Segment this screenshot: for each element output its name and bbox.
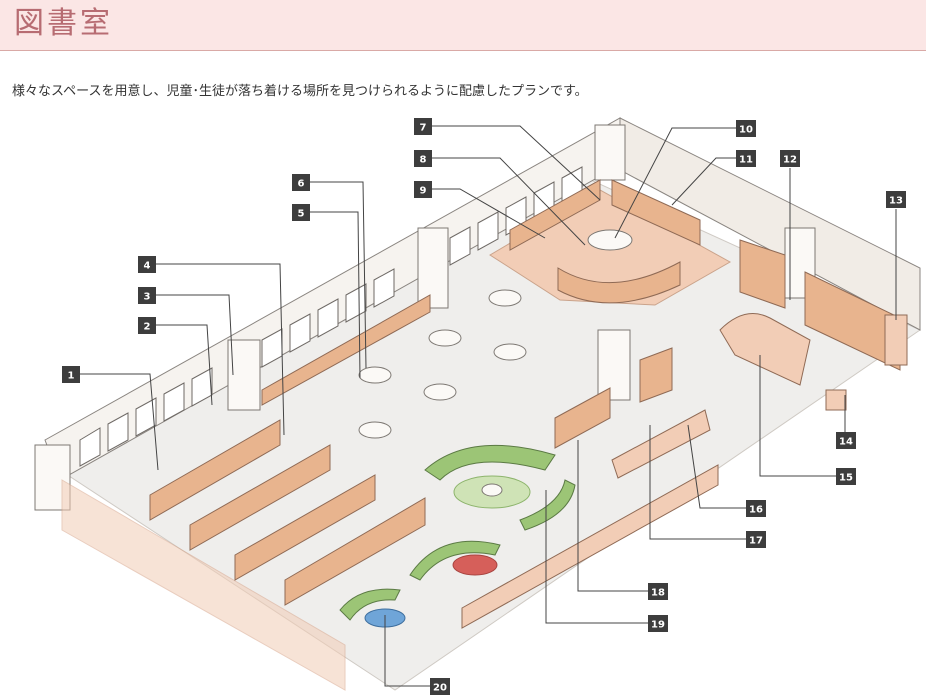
callout-number: 8 xyxy=(420,155,427,166)
callout-badge xyxy=(836,432,856,449)
callout-badge xyxy=(736,150,756,167)
callout-number: 1 xyxy=(68,371,75,382)
callout-number: 14 xyxy=(839,437,853,448)
callout-leader-line xyxy=(156,263,285,436)
callout-number: 6 xyxy=(298,179,305,190)
callout-leader-line xyxy=(687,424,746,509)
callout-leader-line xyxy=(432,188,546,239)
callout-badge xyxy=(414,118,432,135)
bookshelves xyxy=(149,179,901,606)
red-rug xyxy=(452,554,498,576)
front-partition xyxy=(61,479,346,691)
callout-leader-line xyxy=(432,157,586,246)
callout-number: 10 xyxy=(739,125,753,136)
round-tables xyxy=(358,229,633,439)
callout-leader-line xyxy=(577,440,648,592)
callout-badge xyxy=(138,256,156,273)
page-subtitle: 様々なスペースを用意し、児童･生徒が落ち着ける場所を見つけられるように配慮したプ… xyxy=(12,84,588,99)
callout-number: 16 xyxy=(749,505,763,516)
callout-leader-line xyxy=(80,373,159,471)
callout-badge xyxy=(780,150,800,167)
callout-badge xyxy=(414,181,432,198)
callout-number: 7 xyxy=(420,123,427,134)
header-banner: 図書室 xyxy=(0,0,926,51)
callout-badge xyxy=(62,366,80,383)
callout-badge xyxy=(886,191,906,208)
callout-leader-line xyxy=(649,425,746,540)
callout-badge xyxy=(292,174,310,191)
callout-badge xyxy=(138,287,156,304)
callout-leader-line xyxy=(156,324,213,406)
callout-badge xyxy=(746,500,766,517)
callout-number: 19 xyxy=(651,620,665,631)
callout-number: 5 xyxy=(298,209,305,220)
cart xyxy=(825,389,847,411)
callout-number: 11 xyxy=(739,155,753,166)
callout-badge xyxy=(648,583,668,600)
callout-number: 3 xyxy=(144,292,151,303)
callout-leader-line xyxy=(310,181,367,369)
callout-leader-line xyxy=(432,125,601,201)
callout-badge xyxy=(736,120,756,137)
center-stool xyxy=(481,483,503,497)
front-low-shelf xyxy=(461,464,719,629)
callout-badge xyxy=(836,468,856,485)
callout-number: 12 xyxy=(783,155,797,166)
callout-number: 17 xyxy=(749,536,763,547)
page-title: 図書室 xyxy=(14,6,113,41)
callout-number: 9 xyxy=(420,186,427,197)
callout-number: 18 xyxy=(651,588,665,599)
callout-leader-line xyxy=(310,211,361,379)
callout-leader-line xyxy=(156,294,234,376)
callout-number: 4 xyxy=(144,261,151,272)
callout-badge xyxy=(746,531,766,548)
callout-leader-line xyxy=(759,355,836,477)
callout-leader-line xyxy=(384,615,430,687)
callout-badge xyxy=(292,204,310,221)
callout-number: 2 xyxy=(144,322,151,333)
callout-badge xyxy=(648,615,668,632)
callout-leader-line xyxy=(614,127,736,239)
callout-leader-line xyxy=(671,157,736,206)
callout-number: 20 xyxy=(433,683,447,694)
callout-number: 13 xyxy=(889,196,903,207)
callout-badge xyxy=(430,678,450,695)
curved-seating xyxy=(339,444,576,621)
circulation-counter xyxy=(719,313,811,386)
callout-leader-line xyxy=(545,490,648,624)
windows xyxy=(79,166,583,467)
callout-badge xyxy=(138,317,156,334)
callout-badge xyxy=(414,150,432,167)
display-rack xyxy=(611,409,711,479)
callout-number: 15 xyxy=(839,473,853,484)
cabinet xyxy=(884,314,908,366)
